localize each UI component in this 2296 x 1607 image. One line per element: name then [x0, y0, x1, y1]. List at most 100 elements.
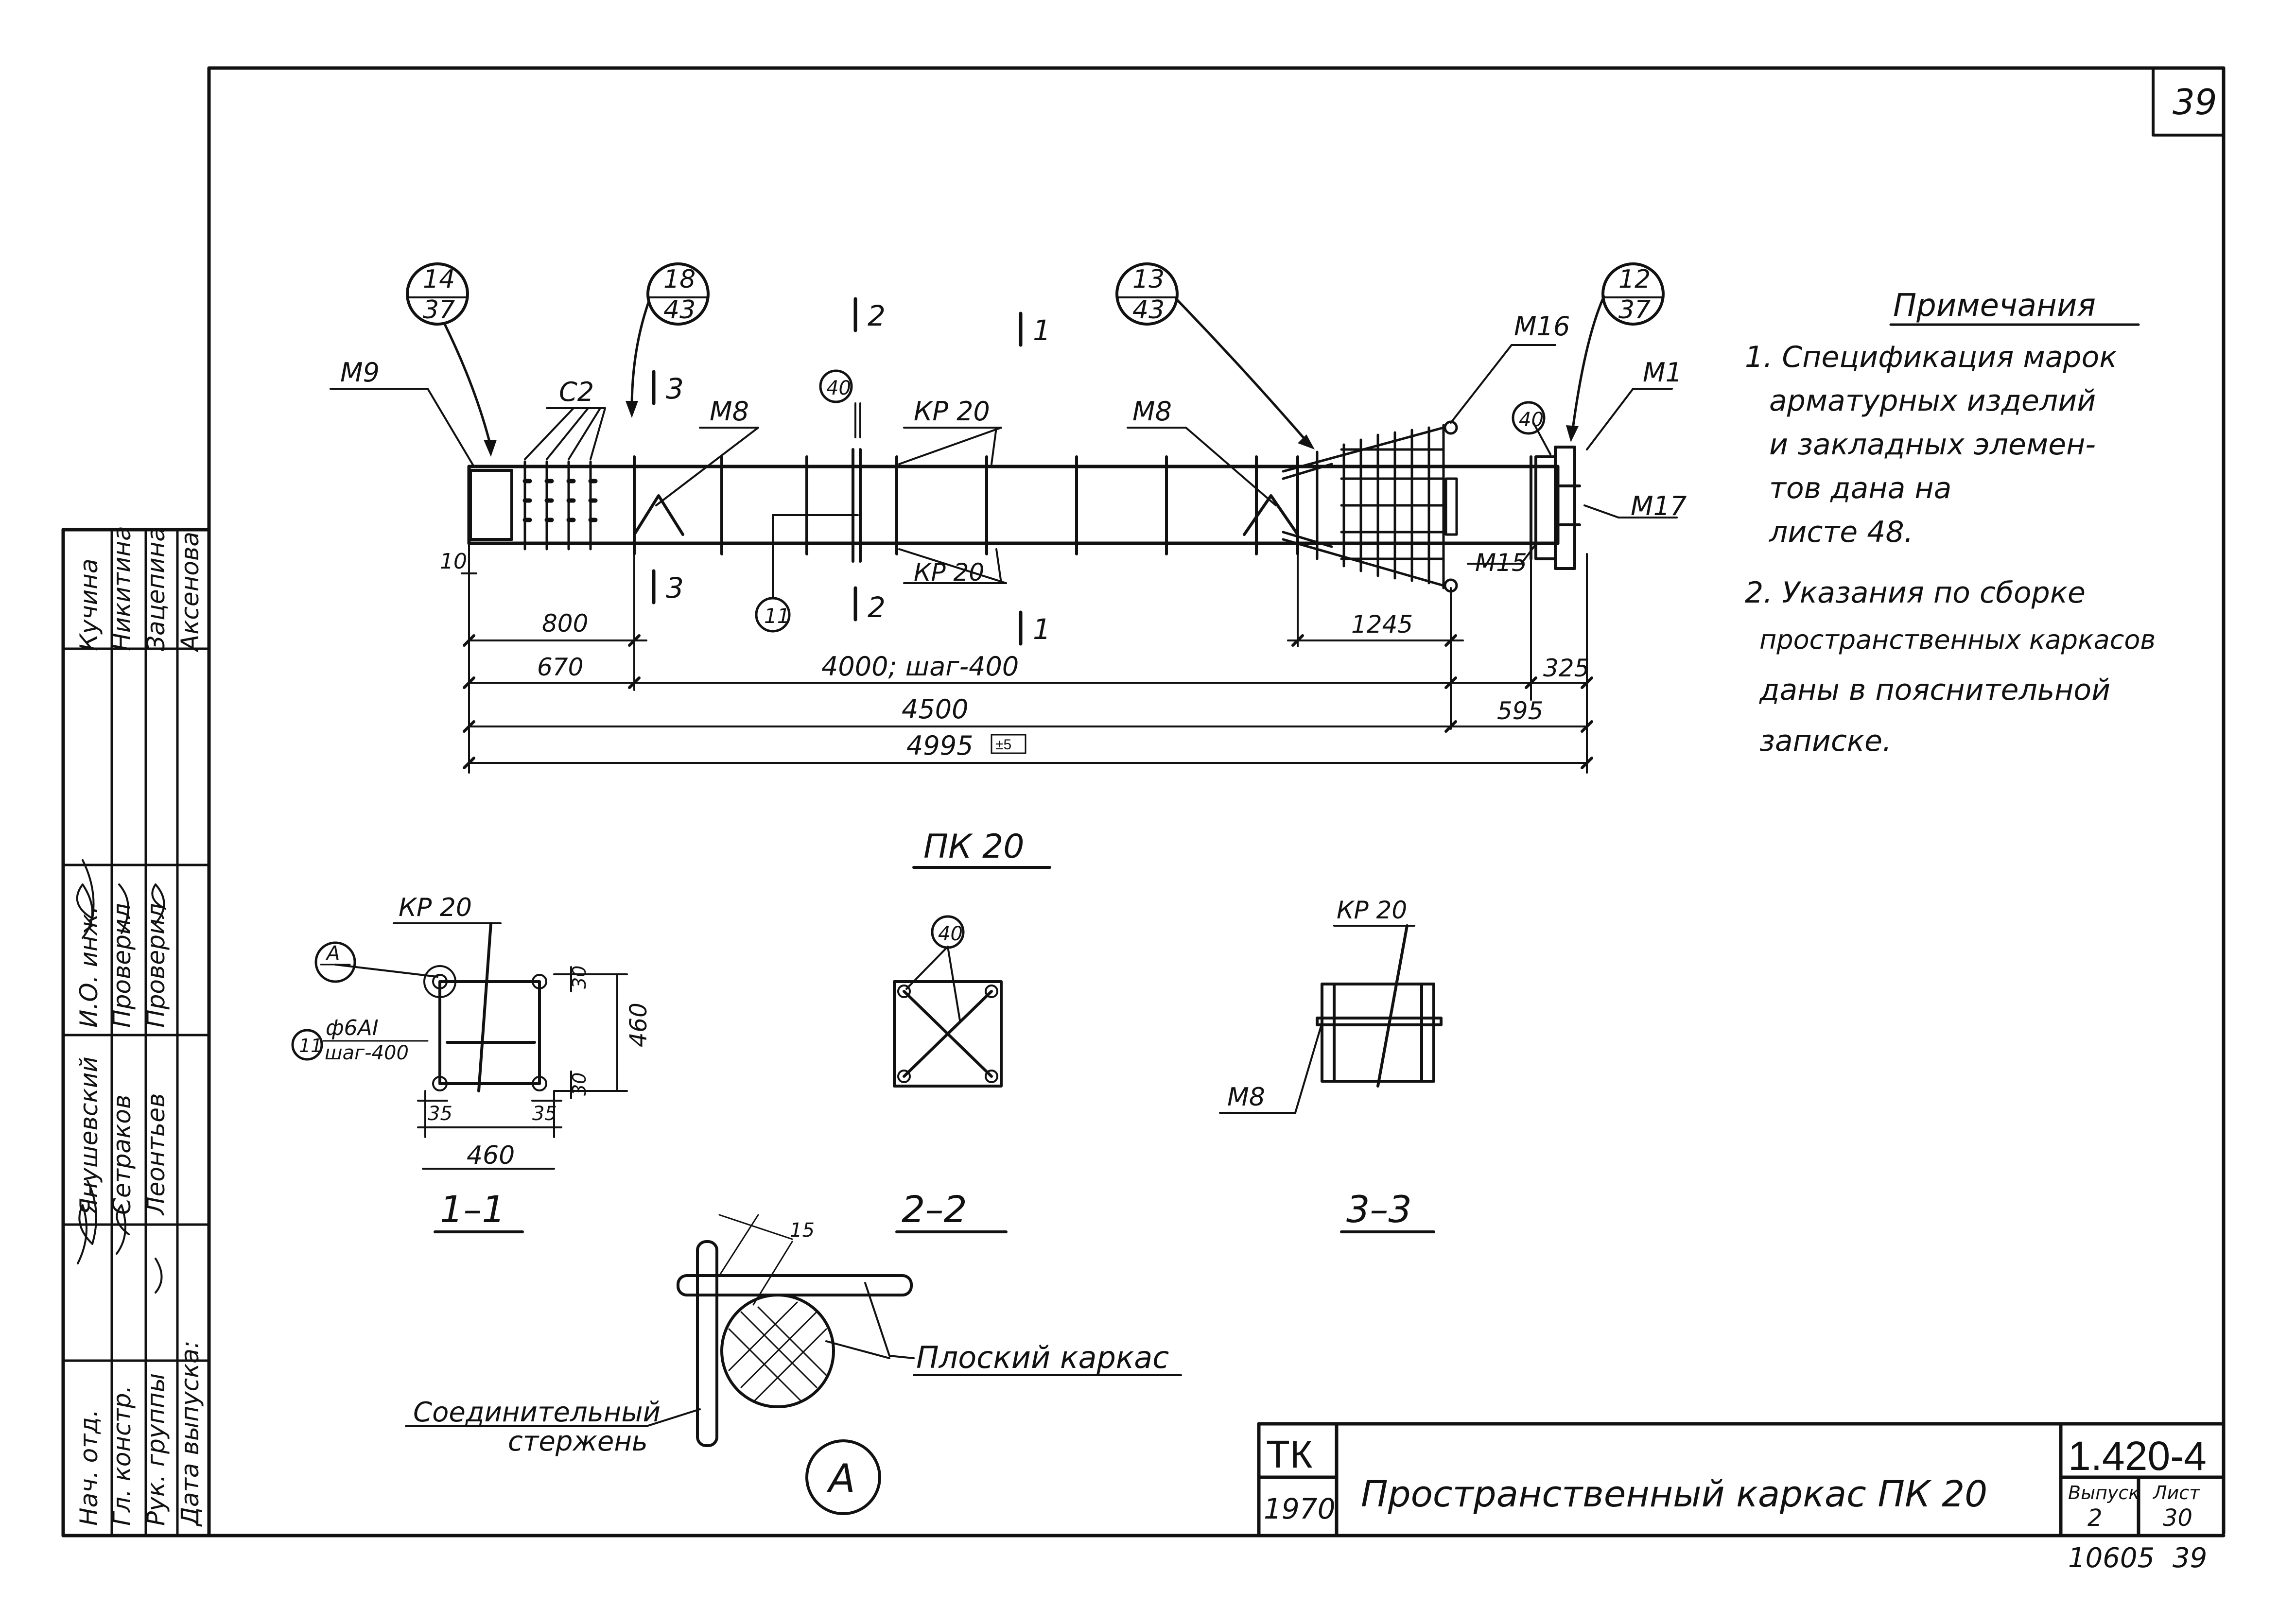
mark-m8-left: М8	[710, 396, 749, 427]
title-block-series: 1.420-4	[2068, 1433, 2207, 1479]
dim-35-left: 35	[428, 1103, 452, 1125]
callout-13-top: 13	[1132, 265, 1165, 294]
note-line-8: даны в пояснительной	[1759, 673, 2110, 707]
main-view: 14 37 18 43 13 43 12 37	[330, 262, 1687, 869]
section-3-top: 3	[666, 372, 684, 405]
callout-12-bottom: 37	[1618, 295, 1651, 325]
page-number-box: 39	[2152, 67, 2225, 137]
dim-4000: 4000; шаг-400	[821, 651, 1019, 682]
section-3-3-m8: М8	[1227, 1083, 1265, 1112]
circle-mark-11: 11	[755, 597, 791, 633]
callout-12-top: 12	[1618, 265, 1651, 294]
dim-1245: 1245	[1351, 610, 1413, 639]
sheet-number: 30	[2163, 1504, 2192, 1532]
m9-end-plate	[469, 469, 513, 541]
section-2-top: 2	[868, 299, 886, 332]
dim-30-bottom: 30	[569, 1072, 590, 1096]
main-view-title: ПК 20	[923, 828, 1025, 866]
mark-m1: М1	[1643, 357, 1682, 388]
dim-tolerance: ±5	[995, 737, 1011, 753]
detail-a-dim-15: 15	[790, 1219, 815, 1242]
signature-name-6: Аксенова	[176, 532, 204, 653]
flat-frame-label: Плоский каркас	[916, 1340, 1169, 1375]
section-1-bottom: 1	[1033, 613, 1051, 646]
sheet-frame	[61, 66, 2226, 1538]
signature-name-5: Никитина	[108, 526, 136, 651]
rebar-mark-11-text: 11	[299, 1035, 322, 1056]
signature-strip: Нач. отд. Янушевский И.О. инж. Кучина Гл…	[62, 526, 210, 1537]
archive-number: 10605	[2068, 1542, 2155, 1574]
callout-18-bottom: 43	[663, 295, 696, 325]
section-marks: 2 2 1 1 3 3	[652, 297, 1051, 646]
callout-14-bottom: 37	[423, 295, 455, 325]
mark-m8-right: М8	[1132, 396, 1172, 427]
callout-14-top: 14	[423, 265, 455, 294]
circle-mark-40b-text: 40	[1519, 409, 1544, 431]
dim-4500: 4500	[902, 694, 968, 725]
rebar-step: шаг-400	[325, 1042, 409, 1064]
c2-studs	[522, 460, 598, 551]
dimension-lines	[461, 543, 1593, 774]
connector-label-1: Соединительный	[413, 1397, 661, 1428]
dim-800: 800	[542, 609, 588, 638]
mark-m15: М15	[1475, 549, 1527, 577]
section-1-1-label: 1–1	[440, 1188, 505, 1231]
page-number: 39	[2173, 82, 2217, 122]
callout-14-37: 14 37	[406, 262, 497, 457]
sheet-label: Лист	[2152, 1482, 2201, 1503]
element-11-leader	[772, 514, 859, 599]
title-block-org: ТК	[1266, 1433, 1313, 1476]
issue-label: Выпуск	[2068, 1482, 2139, 1503]
rebar-spec: ф6АI	[326, 1016, 379, 1040]
section-3-3-label: 3–3	[1346, 1188, 1412, 1231]
section-2-2-mark-40: 40	[931, 915, 965, 949]
callout-13-43: 13 43	[1115, 262, 1315, 449]
dim-35-right: 35	[532, 1103, 557, 1125]
callout-18-43: 18 43	[626, 262, 710, 418]
dim-670: 670	[537, 653, 583, 681]
mark-m9: М9	[340, 357, 380, 388]
dim-460-horizontal: 460	[467, 1141, 515, 1170]
signature-name-3: Леонтьев	[142, 1093, 170, 1216]
section-1-1-kp20: КР 20	[399, 893, 472, 922]
callout-12-37: 12 37	[1566, 262, 1665, 442]
callout-13-bottom: 43	[1132, 295, 1165, 325]
notes-heading: Примечания	[1893, 288, 2096, 324]
circle-mark-40a: 40	[819, 369, 853, 403]
note-line-7: пространственных каркасов	[1759, 624, 2156, 655]
section-3-3: КР 20 М8 3–3	[1219, 896, 1443, 1233]
archive-page: 39	[2173, 1542, 2207, 1574]
notes: Примечания 1. Спецификация марок арматур…	[1745, 288, 2156, 758]
callout-a-small-text: А	[325, 942, 340, 965]
circle-mark-40b: 40	[1512, 401, 1546, 435]
section-2-2: 40 2–2	[893, 915, 1008, 1233]
detail-a: 15 Плоский каркас Соединительный стержен…	[405, 1214, 1182, 1515]
m16-cone-cage	[1282, 420, 1458, 593]
rebar-mark-11: 11	[291, 1029, 323, 1061]
note-line-2: арматурных изделий	[1769, 384, 2096, 418]
title-block-year: 1970	[1264, 1492, 1336, 1525]
section-2-bottom: 2	[868, 591, 886, 624]
dim-325: 325	[1543, 654, 1589, 682]
section-1-top: 1	[1033, 314, 1051, 347]
section-2-2-label: 2–2	[902, 1188, 967, 1231]
mark-c2: С2	[559, 377, 594, 407]
circle-mark-40a-text: 40	[826, 377, 851, 399]
handwritten-signatures	[76, 859, 166, 1294]
signature-role-2: Гл. констр.	[108, 1385, 136, 1526]
dim-595: 595	[1497, 697, 1543, 725]
circle-mark-11-text: 11	[764, 604, 790, 628]
signature-name-2: Сетраков	[108, 1095, 136, 1215]
signature-name-1: Янушевский	[75, 1056, 103, 1215]
kp20-frames	[633, 448, 1299, 563]
mark-m16: М16	[1514, 311, 1570, 342]
dim-10: 10	[440, 549, 467, 574]
issue-number: 2	[2087, 1504, 2103, 1532]
signature-role-5: Проверил	[108, 903, 136, 1028]
mark-m17: М17	[1631, 491, 1687, 521]
note-line-5: листе 48.	[1769, 515, 1913, 549]
signature-role-3: Рук. группы	[142, 1373, 170, 1526]
section-3-3-kp20: КР 20	[1337, 896, 1407, 924]
section-1-1: А КР 20 11 ф6АI шаг-400 460 30 30 35 35 …	[291, 893, 652, 1233]
